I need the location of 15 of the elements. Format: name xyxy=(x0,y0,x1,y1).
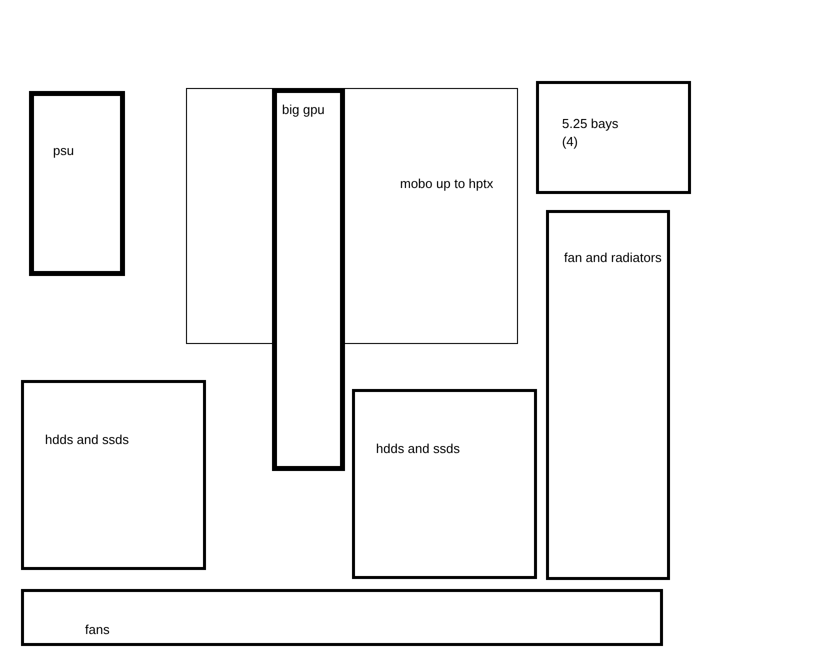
component-label: big gpu xyxy=(282,101,325,119)
component-box xyxy=(546,210,670,580)
component-label: mobo up to hptx xyxy=(400,175,494,193)
component-box xyxy=(21,380,206,570)
component-box xyxy=(29,91,125,276)
component-box xyxy=(352,389,537,579)
component-box xyxy=(536,81,691,194)
component-box xyxy=(272,88,345,471)
component-label: 5.25 bays (4) xyxy=(562,115,620,151)
component-label: fan and radiators xyxy=(564,249,662,267)
component-label: fans xyxy=(85,621,110,639)
component-label: psu xyxy=(53,142,74,160)
component-label: hdds and ssds xyxy=(45,431,129,449)
component-box xyxy=(21,589,663,646)
component-label: hdds and ssds xyxy=(376,440,460,458)
